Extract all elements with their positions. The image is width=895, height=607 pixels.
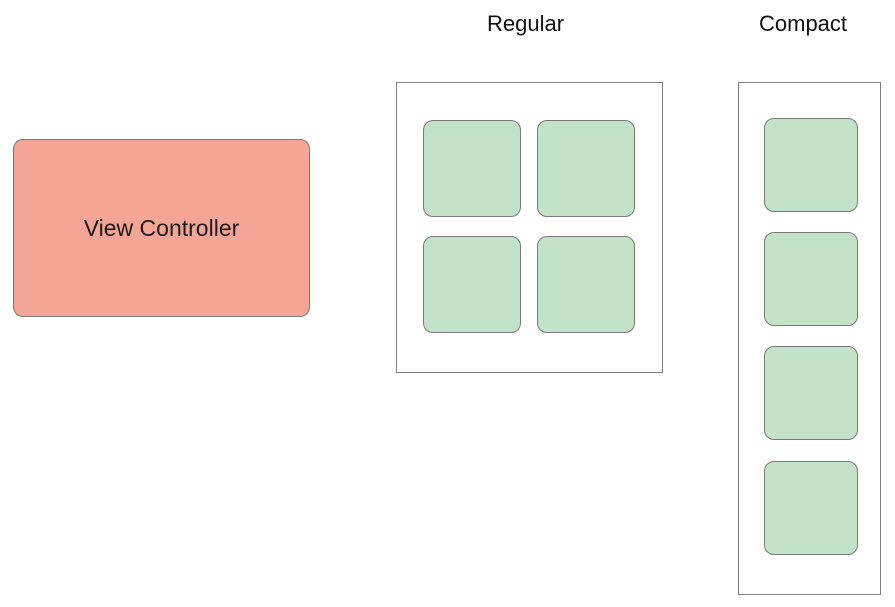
view-controller-label: View Controller: [83, 214, 240, 241]
compact-cell-4: [764, 461, 858, 555]
compact-cell-2: [764, 232, 858, 326]
compact-layout-container: [738, 82, 881, 595]
compact-cell-1: [764, 118, 858, 212]
compact-cell-3: [764, 346, 858, 440]
regular-cell-3: [423, 236, 521, 333]
regular-cell-2: [537, 120, 635, 217]
view-controller-box: View Controller: [13, 139, 310, 317]
regular-layout-container: [396, 82, 663, 373]
regular-cell-4: [537, 236, 635, 333]
regular-cell-1: [423, 120, 521, 217]
compact-header: Compact: [759, 11, 848, 36]
regular-header: Regular: [487, 11, 565, 36]
